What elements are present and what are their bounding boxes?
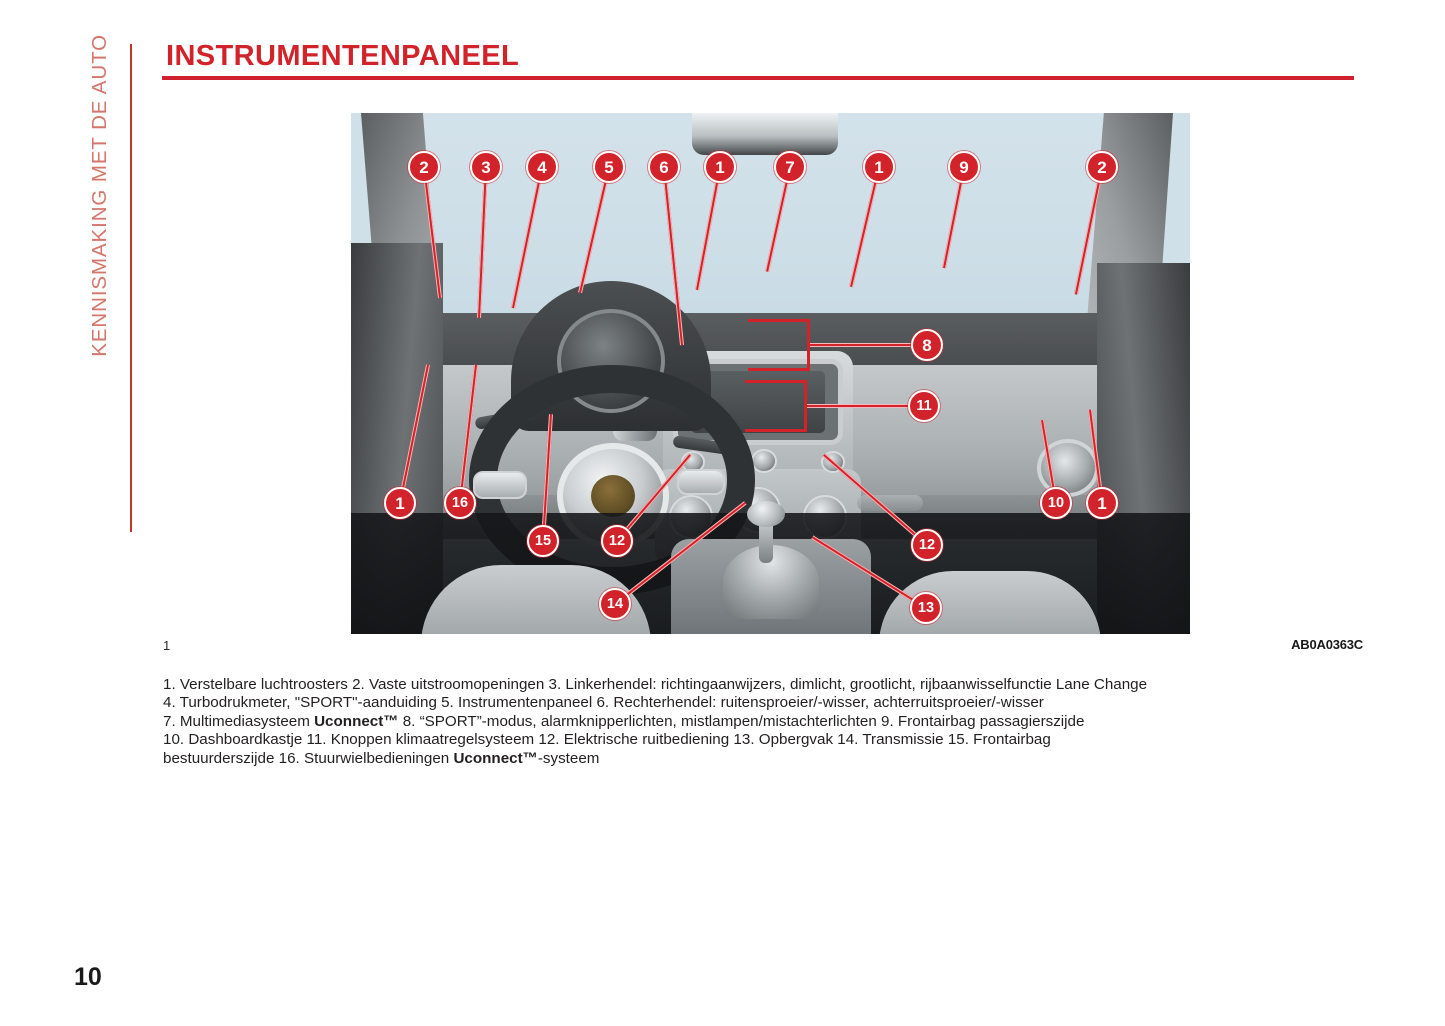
rearview-mirror <box>692 113 838 155</box>
steering-wheel-control-right <box>677 469 725 495</box>
legend-line: 1. Verstelbare luchtroosters 2. Vaste ui… <box>163 676 1363 694</box>
legend-line: 4. Turbodrukmeter, "SPORT"-aanduiding 5.… <box>163 694 1363 712</box>
figure-legend: 1. Verstelbare luchtroosters 2. Vaste ui… <box>163 676 1363 768</box>
instrument-panel-figure <box>351 113 1190 634</box>
legend-emphasis: Uconnect™ <box>453 749 538 767</box>
title-underline-rule <box>162 76 1354 80</box>
legend-text: bestuurderszijde 16. Stuurwielbedieninge… <box>163 749 454 767</box>
dashboard-badge <box>857 495 923 511</box>
legend-text: -systeem <box>537 749 600 767</box>
figure-number: 1 <box>163 638 171 653</box>
figure-code: AB0A0363C <box>1291 637 1363 652</box>
chapter-tab-label: KENNISMAKING MET DE AUTO <box>88 34 111 357</box>
page-number: 10 <box>74 963 102 991</box>
steering-wheel-control-left <box>473 471 527 499</box>
fog-light-button <box>821 451 845 473</box>
legend-text: 8. “SPORT”-modus, alarmknipperlichten, m… <box>398 712 1085 730</box>
chapter-tab: KENNISMAKING MET DE AUTO <box>72 34 128 534</box>
page-title: INSTRUMENTENPANEEL <box>166 40 520 72</box>
shifter-stick <box>759 517 773 563</box>
hazard-button <box>751 449 777 473</box>
legend-emphasis: Uconnect™ <box>314 712 399 730</box>
legend-line: bestuurderszijde 16. Stuurwielbedieninge… <box>163 750 1363 768</box>
legend-line: 10. Dashboardkastje 11. Knoppen klimaatr… <box>163 731 1363 749</box>
steering-wheel-emblem <box>591 475 635 517</box>
legend-text: 10. Dashboardkastje 11. Knoppen klimaatr… <box>163 731 1051 749</box>
legend-text: 4. Turbodrukmeter, "SPORT"-aanduiding 5.… <box>163 694 1044 712</box>
legend-text: 1. Verstelbare luchtroosters 2. Vaste ui… <box>163 676 1148 693</box>
chapter-tab-rule <box>130 44 132 532</box>
legend-line: 7. Multimediasysteem Uconnect™ 8. “SPORT… <box>163 713 1363 731</box>
shifter-knob <box>747 501 785 527</box>
legend-text: 7. Multimediasysteem <box>163 712 315 730</box>
air-vent-right <box>1037 439 1099 497</box>
